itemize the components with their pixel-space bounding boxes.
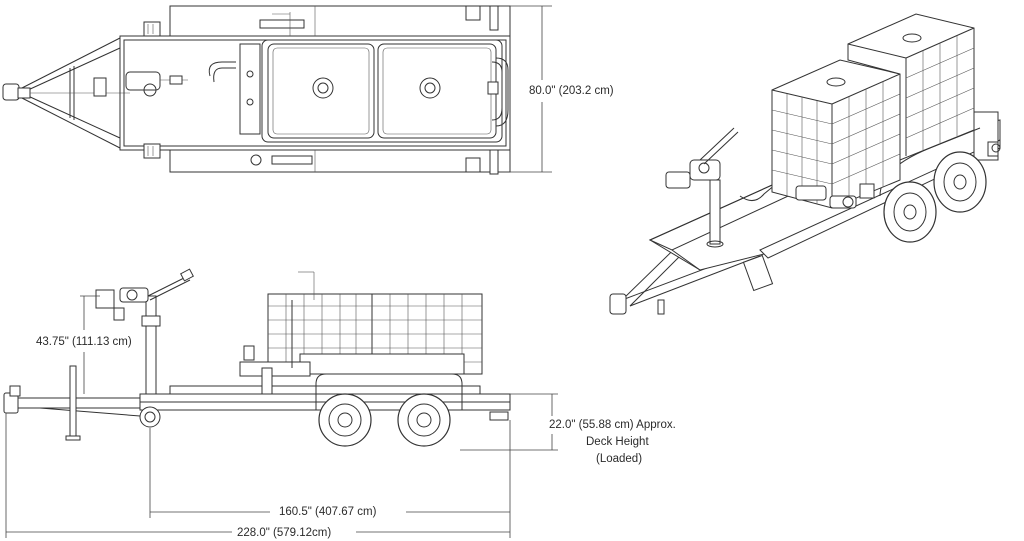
deck-height-label-line2: Deck Height (586, 436, 649, 448)
side-view-mast (95, 268, 194, 395)
deck-height-label-line3: (Loaded) (596, 453, 643, 465)
isometric-view (609, 13, 1001, 315)
side-view-tanks (239, 271, 483, 395)
width-dimension-lines (500, 5, 552, 173)
top-view-pump (93, 12, 313, 166)
top-view-tongue (2, 37, 130, 149)
iso-tank-back (847, 13, 975, 161)
side-view (3, 268, 558, 538)
top-view-tanks (261, 39, 509, 143)
top-view-deck (119, 5, 511, 175)
side-view-wheels (315, 373, 463, 447)
iso-piping (795, 183, 875, 209)
deck-height-label-line1: 22.0" (55.88 cm) Approx. (549, 419, 676, 431)
iso-mast (665, 127, 777, 248)
iso-wheels (879, 127, 987, 243)
side-view-tongue (3, 365, 141, 441)
width-dimension-label: 80.0" (203.2 cm) (529, 85, 614, 97)
axle-to-end-dimension-label: 160.5" (407.67 cm) (279, 506, 377, 518)
side-view-dimension-lines (5, 295, 558, 538)
mast-height-dimension-label: 43.75" (111.13 cm) (36, 336, 132, 348)
overall-length-dimension-label: 228.0" (579.12cm) (237, 527, 332, 539)
iso-tank-front (771, 59, 901, 209)
top-view (2, 5, 552, 175)
